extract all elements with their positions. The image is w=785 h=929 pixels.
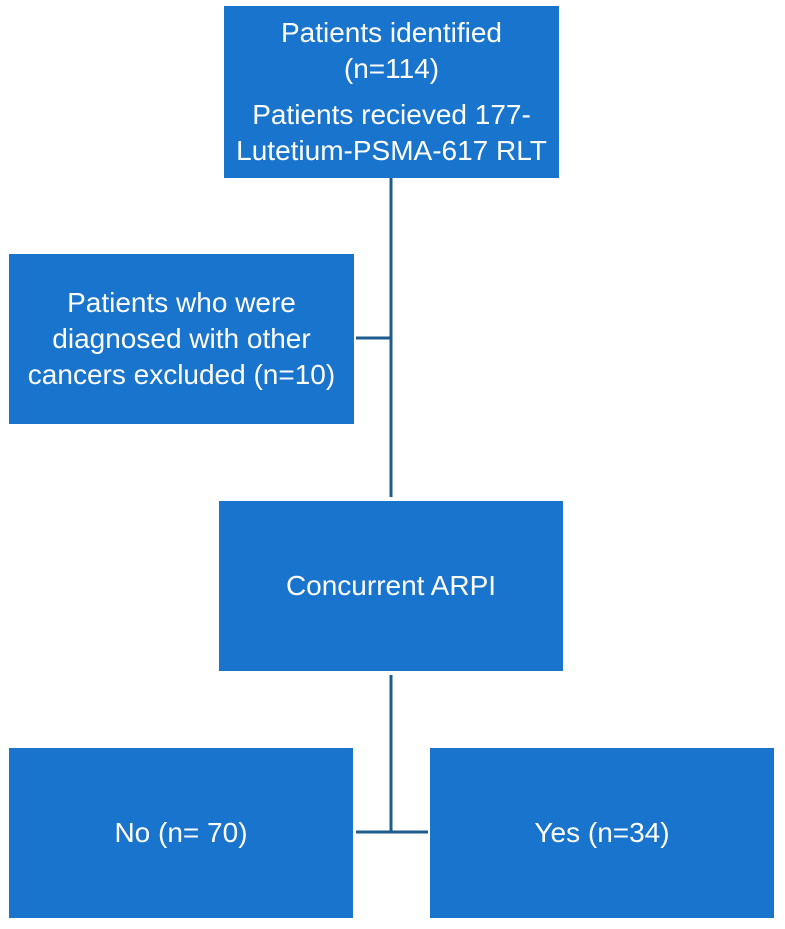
excluded-box: Patients who were diagnosed with other c… xyxy=(9,254,354,424)
no-arpi-box: No (n= 70) xyxy=(9,748,353,918)
excluded-line3: cancers excluded (n=10) xyxy=(27,359,336,390)
treatment-line2: Lutetium-PSMA-617 RLT xyxy=(236,135,547,166)
concurrent-arpi-label: Concurrent ARPI xyxy=(285,570,497,601)
identified-box: Patients identified (n=114) Patients rec… xyxy=(224,6,559,178)
excluded-line2: diagnosed with other xyxy=(52,323,311,354)
identified-count: (n=114) xyxy=(343,53,440,84)
concurrent-arpi-box: Concurrent ARPI xyxy=(219,501,563,671)
yes-arpi-box: Yes (n=34) xyxy=(430,748,774,918)
yes-arpi-label: Yes (n=34) xyxy=(534,817,670,848)
treatment-line1: Patients recieved 177- xyxy=(252,99,531,130)
identified-title: Patients identified xyxy=(280,17,503,48)
no-arpi-label: No (n= 70) xyxy=(114,817,248,848)
excluded-line1: Patients who were xyxy=(67,287,296,318)
